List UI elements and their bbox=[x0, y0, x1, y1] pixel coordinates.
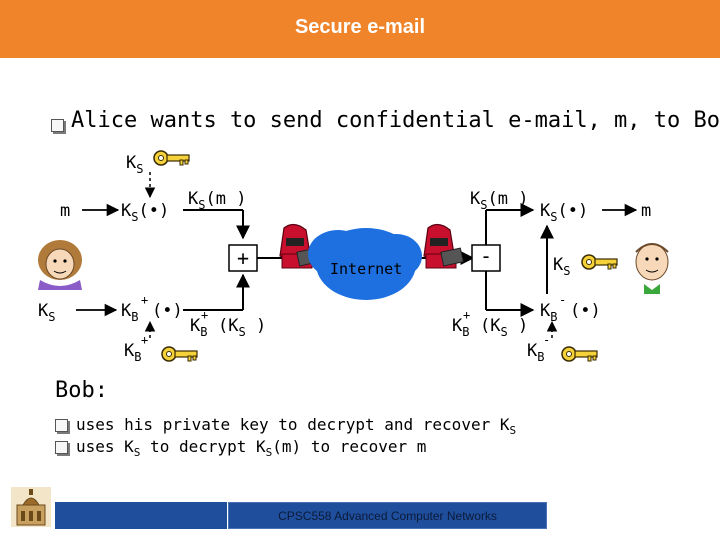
ks-input-label: KS bbox=[38, 301, 55, 324]
minus-symbol: - bbox=[480, 244, 492, 268]
ks-m-left: KS(m ) bbox=[188, 189, 246, 212]
bob-message-label: m bbox=[641, 201, 651, 221]
ks-key-label: KS bbox=[126, 153, 143, 176]
alice-icon bbox=[38, 240, 82, 290]
bullet-icon bbox=[55, 419, 68, 432]
bob-private-key-function: KB-(•) bbox=[540, 293, 601, 324]
footer-course-label: CPSC558 Advanced Computer Networks bbox=[278, 509, 497, 523]
plus-symbol: + bbox=[237, 246, 249, 270]
ks-output-label: KS bbox=[553, 255, 570, 278]
key-icon bbox=[161, 346, 198, 362]
intruder-icon bbox=[423, 223, 464, 269]
key-icon bbox=[153, 150, 190, 166]
footer-bar-left bbox=[55, 502, 227, 529]
building-logo-icon bbox=[11, 487, 51, 527]
kb-ks-right: KB+(KS ) bbox=[452, 308, 528, 339]
bob-heading: Bob: bbox=[55, 378, 108, 403]
bob-private-key-label: KB- bbox=[527, 333, 550, 364]
bob-step-1: uses his private key to decrypt and reco… bbox=[76, 415, 517, 438]
combine-box bbox=[228, 244, 258, 272]
internet-label: Internet bbox=[330, 260, 402, 278]
key-icon bbox=[581, 254, 618, 270]
kb-ks-left: KB+(KS ) bbox=[190, 308, 266, 339]
bullet-icon bbox=[51, 119, 64, 132]
channel: KS(m ) KB+(KS ) + Internet - KS(m ) KB+(… bbox=[188, 189, 535, 339]
key-icon bbox=[561, 346, 598, 362]
ks-m-right: KS(m ) bbox=[470, 189, 528, 212]
title-bar bbox=[0, 0, 720, 58]
bob-icon bbox=[635, 243, 669, 294]
bob-public-key-function: KB+(•) bbox=[121, 293, 183, 324]
intro-text: Alice wants to send confidential e-mail,… bbox=[71, 108, 720, 133]
slide-title: Secure e-mail bbox=[294, 16, 426, 38]
bob-side: KS(•) m KS KB-(•) KB- bbox=[527, 201, 669, 364]
bullet-icon bbox=[55, 441, 68, 454]
bob-step-2: uses KS to decrypt KS(m) to recover m bbox=[76, 437, 427, 460]
footer-bar-center bbox=[228, 502, 547, 529]
ks-decrypt-function: KS(•) bbox=[540, 201, 588, 224]
alice-message-label: m bbox=[60, 201, 70, 221]
bob-public-key-label: KB+ bbox=[124, 333, 148, 364]
ks-encrypt-function: KS(•) bbox=[121, 201, 169, 224]
alice-side: KS m KS(•) KS KB+(•) KB+ bbox=[38, 150, 250, 364]
